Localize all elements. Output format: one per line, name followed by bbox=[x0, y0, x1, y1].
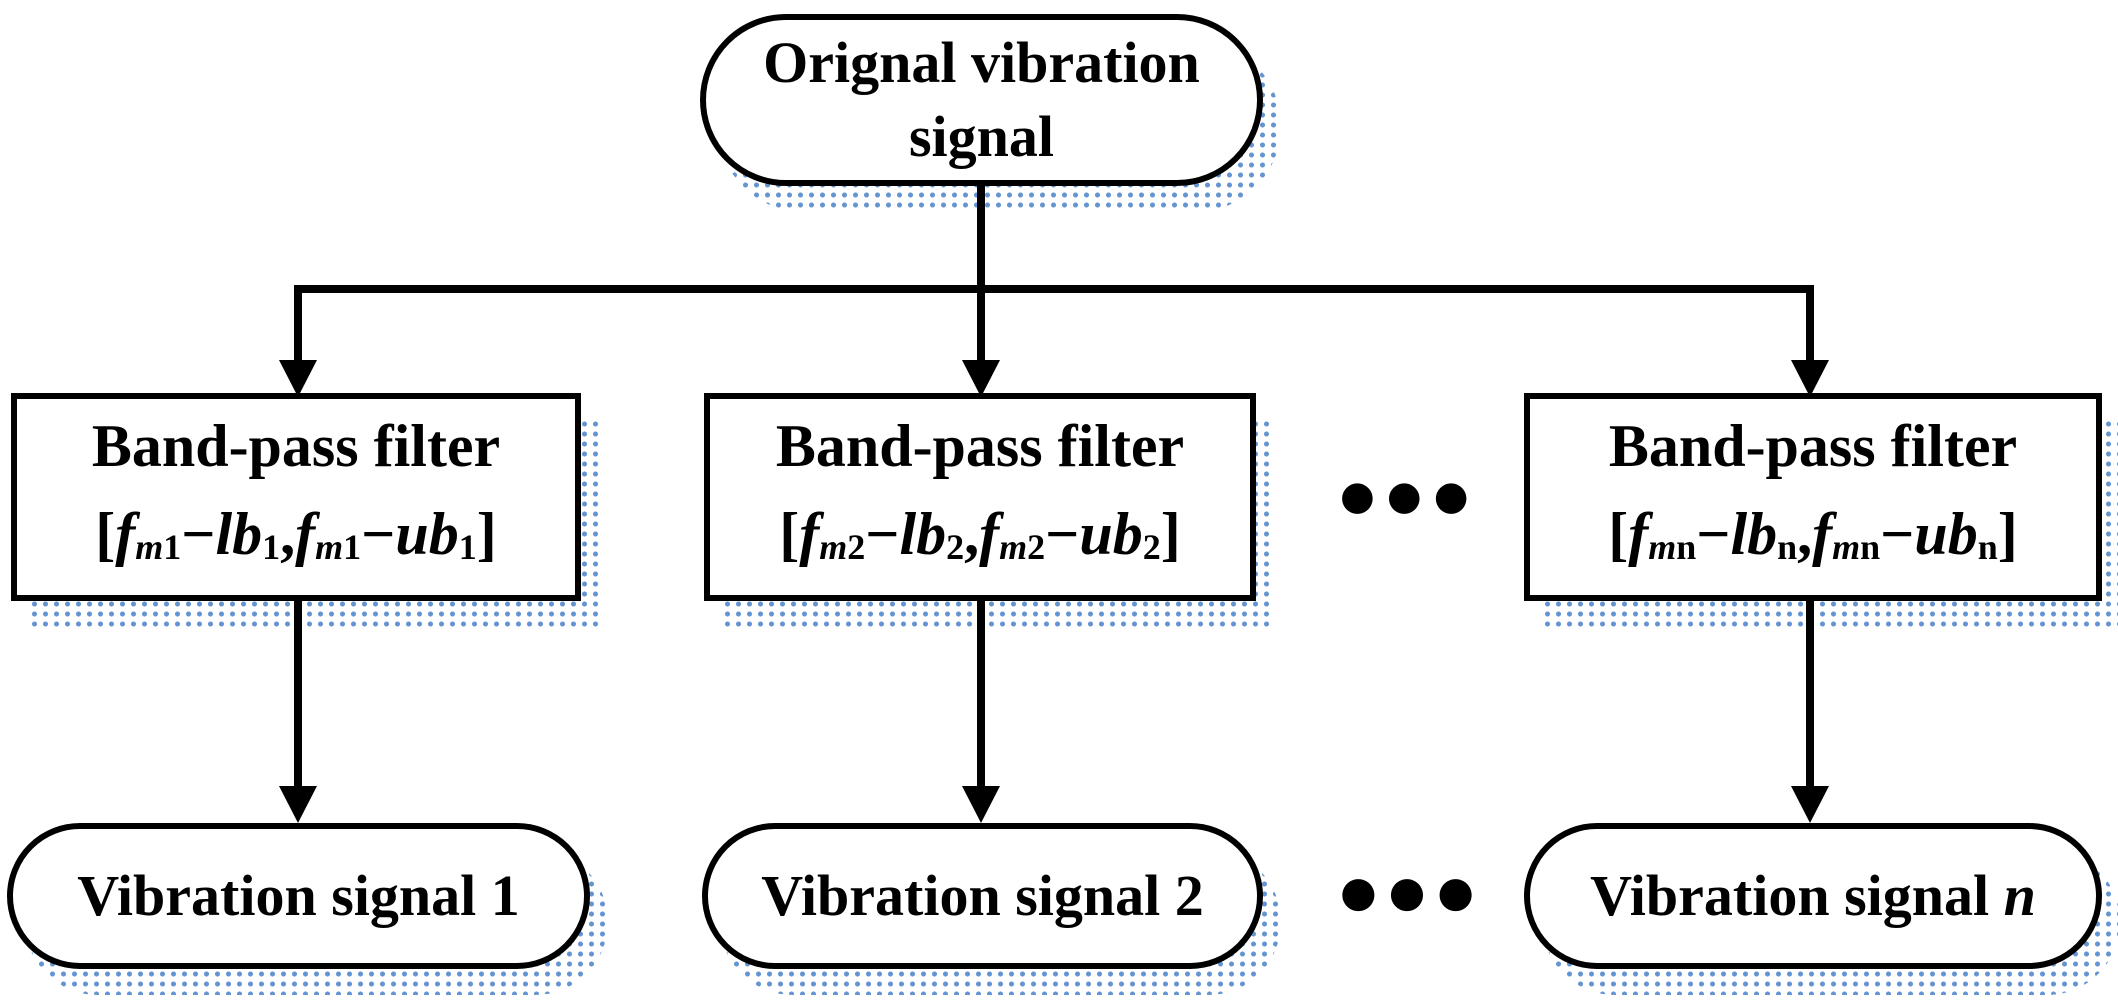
arrow-down-head-center bbox=[962, 360, 1000, 397]
node-band-pass-filter-1: Band-pass filter [fm1−lb1,fm1−ub1] bbox=[11, 393, 581, 601]
filter-2-range: [fm2−lb2,fm2−ub2] bbox=[779, 501, 1181, 568]
filter2-to-signal2-line bbox=[977, 601, 985, 787]
top-node-label-line1: Orignal vibration bbox=[763, 30, 1200, 95]
node-vibration-signal-2: Vibration signal 2 bbox=[702, 823, 1263, 969]
filter3-to-signal3-line bbox=[1806, 601, 1814, 787]
arrow-down-head-signal-3 bbox=[1791, 786, 1829, 823]
top-node-label-line2: signal bbox=[908, 104, 1055, 169]
connector-stem-line bbox=[977, 186, 985, 293]
arrow-down-head-signal-2 bbox=[962, 786, 1000, 823]
filter-1-range: [fm1−lb1,fm1−ub1] bbox=[95, 501, 497, 568]
filter-1-title: Band-pass filter bbox=[91, 413, 501, 480]
ellipsis-filters: ●●● bbox=[1340, 473, 1481, 519]
filter-2-title: Band-pass filter bbox=[775, 413, 1185, 480]
node-vibration-signal-n: Vibration signal n bbox=[1524, 823, 2102, 969]
node-band-pass-filter-2: Band-pass filter [fm2−lb2,fm2−ub2] bbox=[704, 393, 1256, 601]
signal-n-label: Vibration signal n bbox=[1590, 863, 2036, 928]
node-vibration-signal-1: Vibration signal 1 bbox=[7, 823, 590, 969]
filter-n-range: [fmn−lbn,fmn−ubn] bbox=[1608, 501, 2018, 568]
signal-2-label: Vibration signal 2 bbox=[761, 863, 1204, 928]
filter-n-title: Band-pass filter bbox=[1608, 413, 2018, 480]
connector-drop-right-line bbox=[1806, 285, 1814, 363]
node-band-pass-filter-n: Band-pass filter [fmn−lbn,fmn−ubn] bbox=[1524, 393, 2102, 601]
arrow-down-head-right bbox=[1791, 360, 1829, 397]
connector-drop-center-line bbox=[977, 285, 985, 363]
arrow-down-head-signal-1 bbox=[279, 786, 317, 823]
arrow-down-head-left bbox=[279, 360, 317, 397]
node-original-vibration-signal: Orignal vibration signal bbox=[700, 14, 1263, 186]
connector-horizontal-line bbox=[294, 285, 1814, 293]
ellipsis-signals: ●●● bbox=[1340, 867, 1486, 916]
connector-drop-left-line bbox=[294, 285, 302, 363]
signal-1-label: Vibration signal 1 bbox=[77, 863, 520, 928]
filter1-to-signal1-line bbox=[294, 601, 302, 787]
